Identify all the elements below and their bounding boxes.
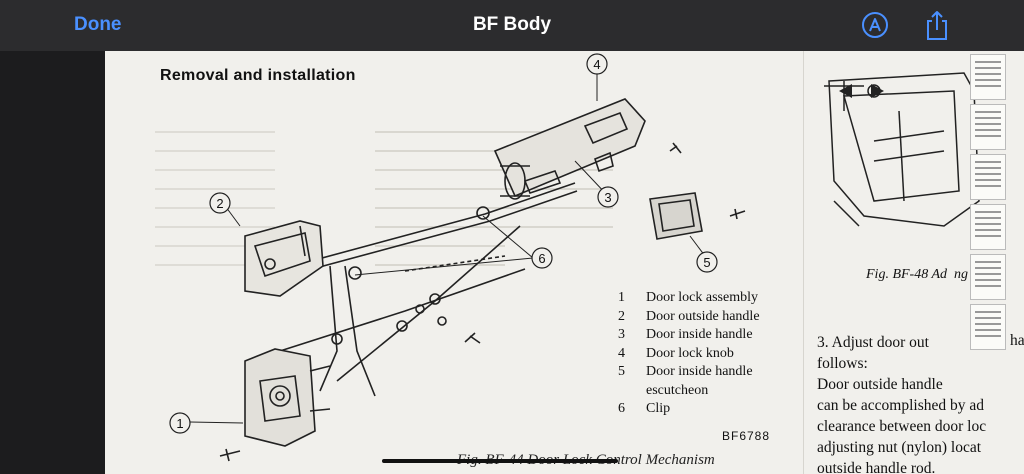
door-lock-diagram: 1 2 3 4 5 6 [169, 53, 746, 462]
page-thumbnail[interactable] [970, 104, 1006, 150]
callout-6: 6 [538, 251, 545, 266]
body-text-right: 3. Adjust door out follows: Door outside… [817, 334, 987, 474]
share-icon[interactable] [924, 9, 950, 41]
callout-2: 2 [216, 196, 223, 211]
document-page[interactable]: Removal and installation [105, 51, 803, 474]
left-margin [0, 51, 105, 474]
callout-5: 5 [703, 255, 710, 270]
bleed-through-column [375, 123, 505, 273]
body-text-overflow: ha [1010, 332, 1024, 349]
adjustment-diagram [824, 72, 980, 227]
callout-1: 1 [176, 416, 183, 431]
figure-code: BF6788 [722, 429, 771, 443]
home-indicator[interactable] [382, 459, 618, 463]
legend-row: escutcheon [646, 382, 709, 398]
callout-3: 3 [604, 190, 611, 205]
page-thumbnail[interactable] [970, 204, 1006, 250]
markup-pen-icon[interactable] [861, 11, 889, 39]
callout-4: 4 [593, 57, 600, 72]
done-button[interactable]: Done [74, 14, 122, 35]
page-thumbnail[interactable] [970, 304, 1006, 350]
document-title: BF Body [472, 14, 552, 35]
page-thumbnail[interactable] [970, 254, 1006, 300]
page-thumbnail[interactable] [970, 54, 1006, 100]
navigation-bar: Done BF Body [0, 0, 1024, 52]
figure-caption-right: Fig. BF-48 Ad ng [866, 267, 969, 282]
page-thumbnail-strip[interactable] [970, 54, 1008, 354]
page-thumbnail[interactable] [970, 154, 1006, 200]
section-heading: Removal and installation [160, 67, 356, 84]
